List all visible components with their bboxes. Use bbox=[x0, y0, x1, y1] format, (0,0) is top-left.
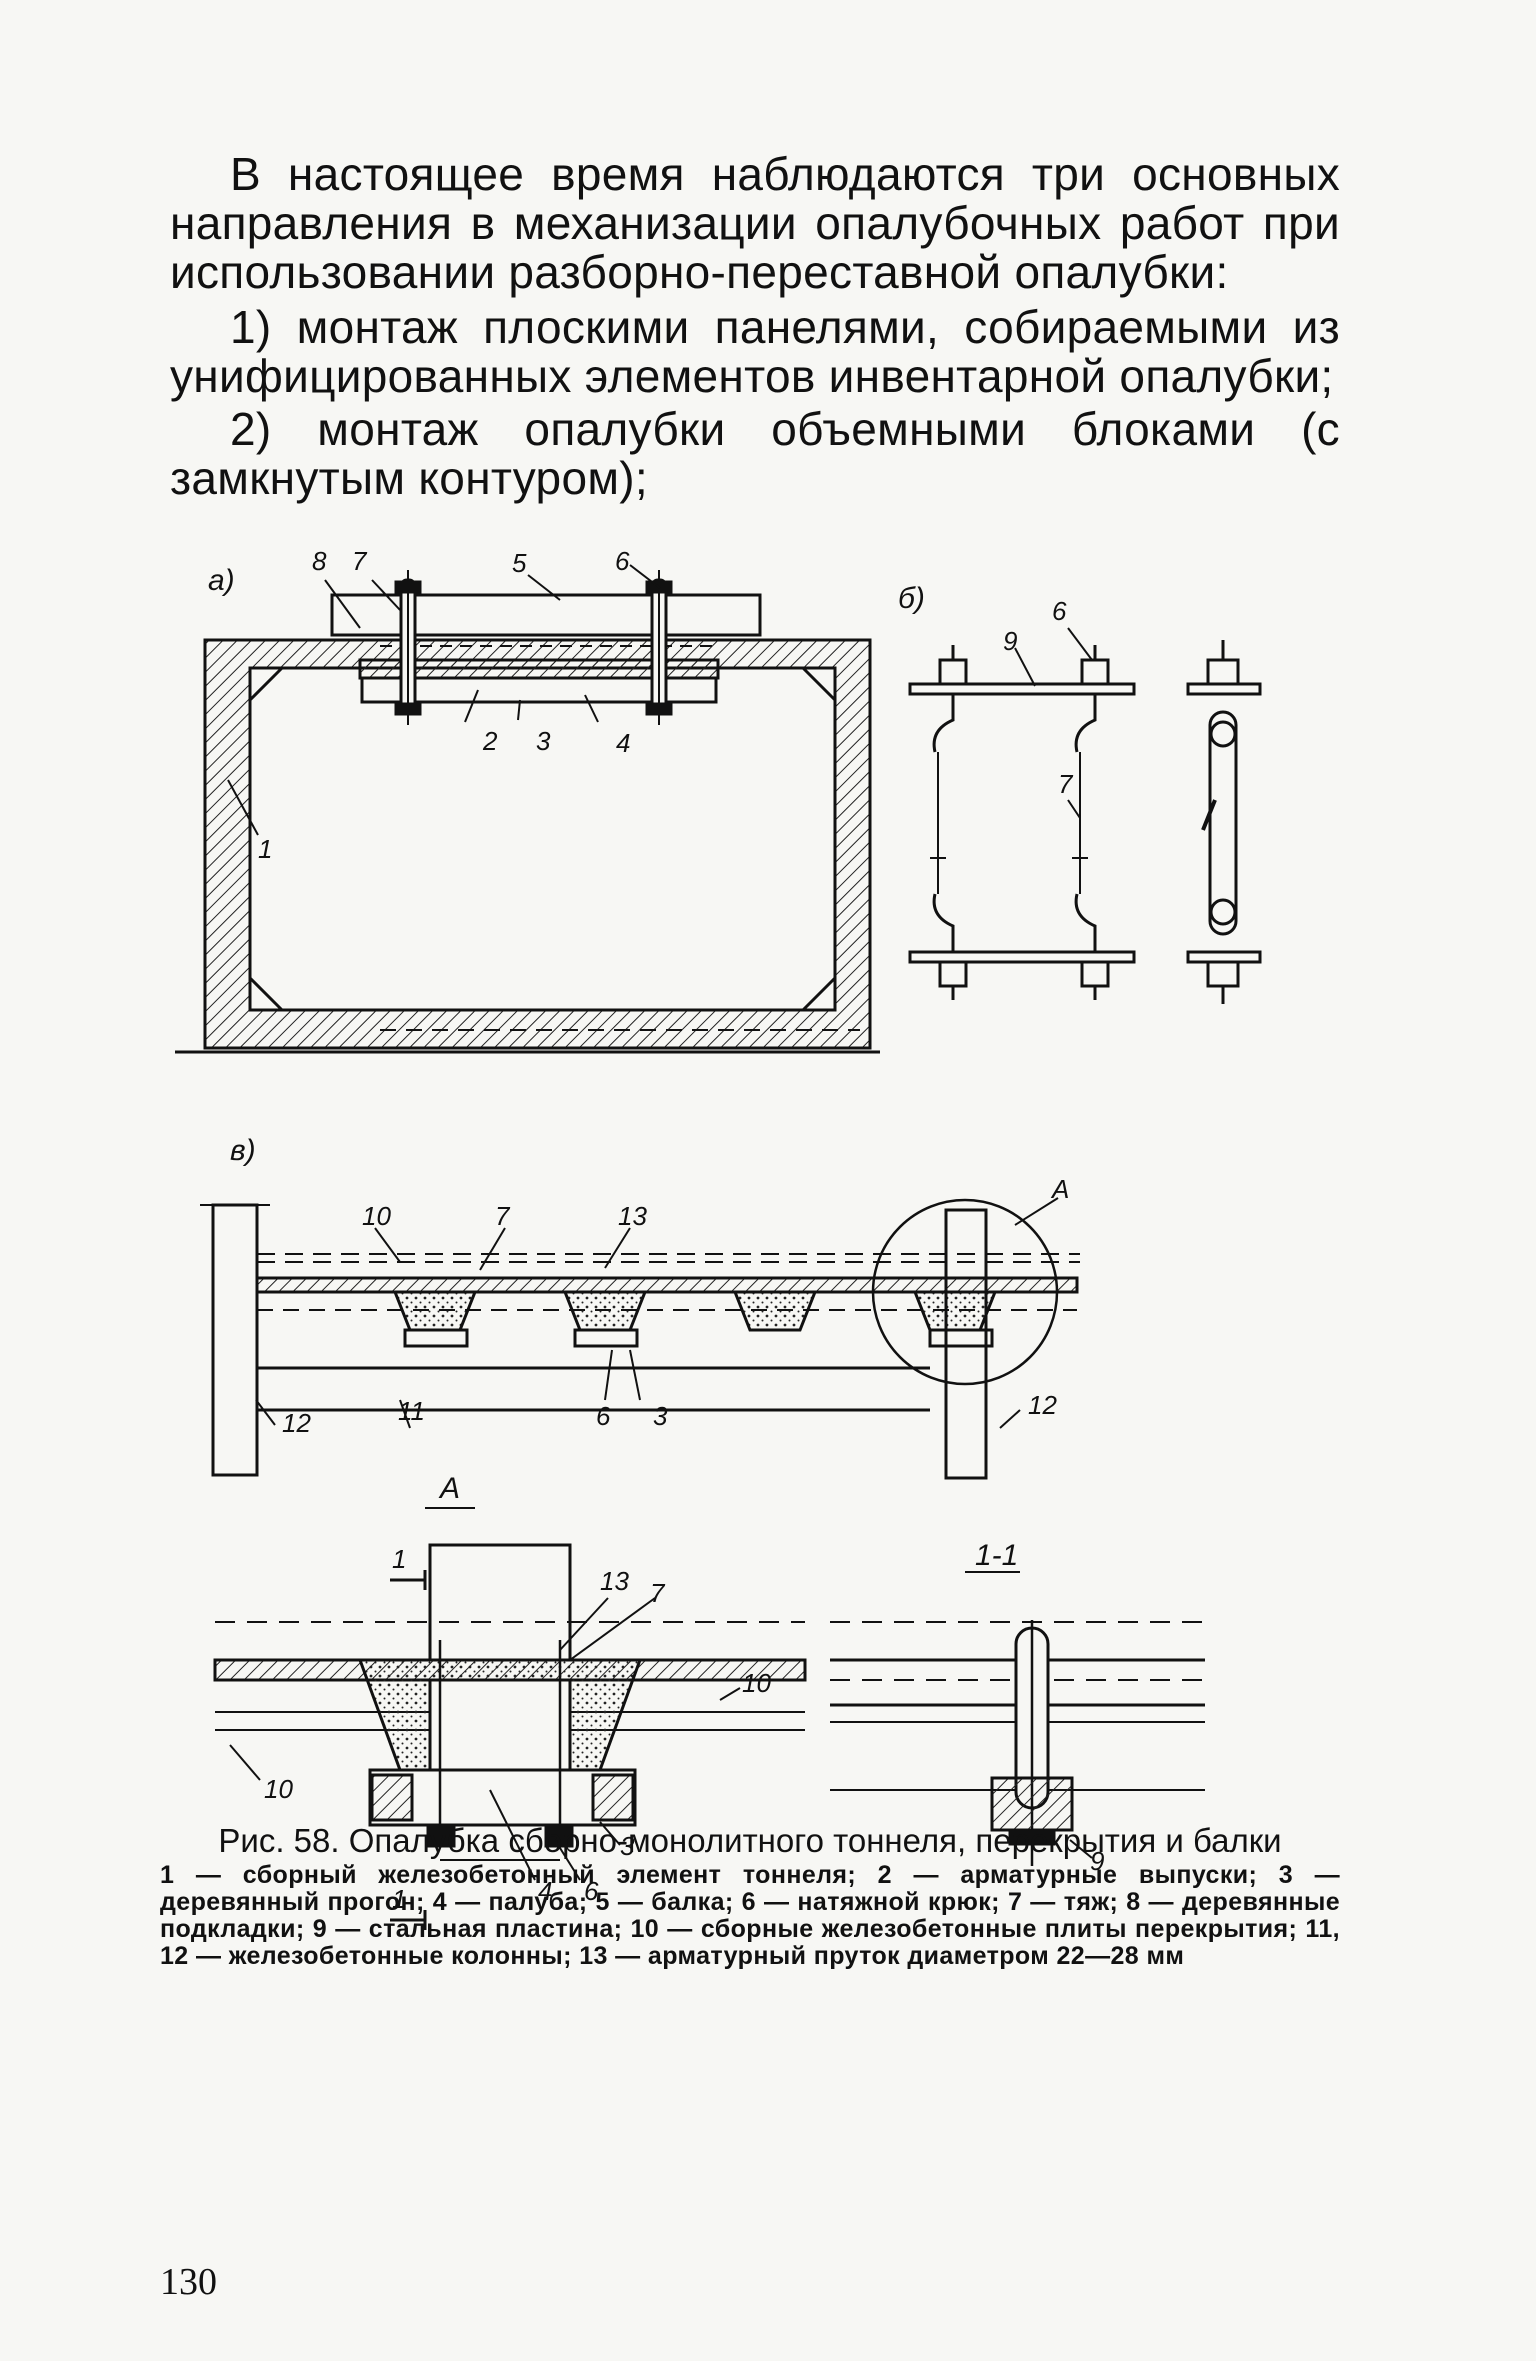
callout-c-A: А bbox=[1050, 1174, 1069, 1204]
callout-a-8: 8 bbox=[312, 546, 327, 576]
callout-11-9: 9 bbox=[1090, 1846, 1104, 1876]
callout-c-11: 11 bbox=[398, 1396, 425, 1426]
callout-A-3: 3 bbox=[620, 1831, 635, 1861]
callout-A-6: 6 bbox=[584, 1876, 599, 1906]
callout-A-1-bottom: 1 bbox=[392, 1884, 406, 1914]
body-text: В настоящее время наблюдаются три основн… bbox=[170, 150, 1340, 507]
callout-A-1-top: 1 bbox=[392, 1544, 406, 1574]
detail-a-drawing bbox=[213, 1507, 807, 1930]
callout-a-2: 2 bbox=[482, 726, 498, 756]
label-panel-a: а) bbox=[208, 564, 235, 597]
callout-A-7: 7 bbox=[650, 1578, 666, 1608]
callout-c-10: 10 bbox=[362, 1201, 391, 1231]
callout-c-12-right: 12 bbox=[1028, 1390, 1057, 1420]
callout-c-3: 3 bbox=[653, 1401, 668, 1431]
callout-c-12-left: 12 bbox=[282, 1408, 311, 1438]
page-number: 130 bbox=[160, 2261, 217, 2303]
callout-b-6: 6 bbox=[1052, 596, 1067, 626]
detail-a-title: А bbox=[438, 1472, 460, 1505]
caption-legend: 1 — сборный железобетонный элемент тонне… bbox=[160, 1861, 1340, 1970]
paragraph-intro: В настоящее время наблюдаются три основн… bbox=[170, 148, 1340, 298]
caption-title: Рис. 58. Опалубка сборно-монолитного тон… bbox=[218, 1822, 1282, 1859]
panel-c-drawing bbox=[200, 1197, 1080, 1480]
callout-A-10-left: 10 bbox=[264, 1774, 293, 1804]
callout-a-5: 5 bbox=[512, 548, 527, 578]
callout-a-1: 1 bbox=[258, 834, 272, 864]
figure-caption: Рис. 58. Опалубка сборно-монолитного тон… bbox=[160, 1822, 1340, 1970]
callout-b-7: 7 bbox=[1058, 769, 1074, 799]
callout-a-3: 3 bbox=[536, 726, 551, 756]
callout-c-7: 7 bbox=[495, 1201, 511, 1231]
list-item-2: 2) монтаж опалубки объемными блоками (с … bbox=[170, 403, 1340, 504]
panel-a-drawing bbox=[175, 564, 880, 1054]
panel-b-drawing bbox=[908, 627, 1262, 1004]
callout-c-6: 6 bbox=[596, 1401, 611, 1431]
label-panel-c: в) bbox=[230, 1134, 256, 1167]
callout-c-13: 13 bbox=[618, 1201, 647, 1231]
section-1-1-title: 1-1 bbox=[975, 1539, 1018, 1572]
list-item-1: 1) монтаж плоскими панелями, собираемыми… bbox=[170, 301, 1340, 402]
label-panel-b: б) bbox=[898, 582, 925, 615]
callout-a-7: 7 bbox=[352, 546, 368, 576]
callout-A-4: 4 bbox=[538, 1876, 552, 1906]
callout-A-13: 13 bbox=[600, 1566, 629, 1596]
callout-a-6: 6 bbox=[615, 546, 630, 576]
callout-A-10-right: 10 bbox=[742, 1668, 771, 1698]
callout-b-9: 9 bbox=[1003, 626, 1017, 656]
callout-a-4: 4 bbox=[616, 728, 630, 758]
section-1-1-drawing bbox=[830, 1571, 1205, 1866]
